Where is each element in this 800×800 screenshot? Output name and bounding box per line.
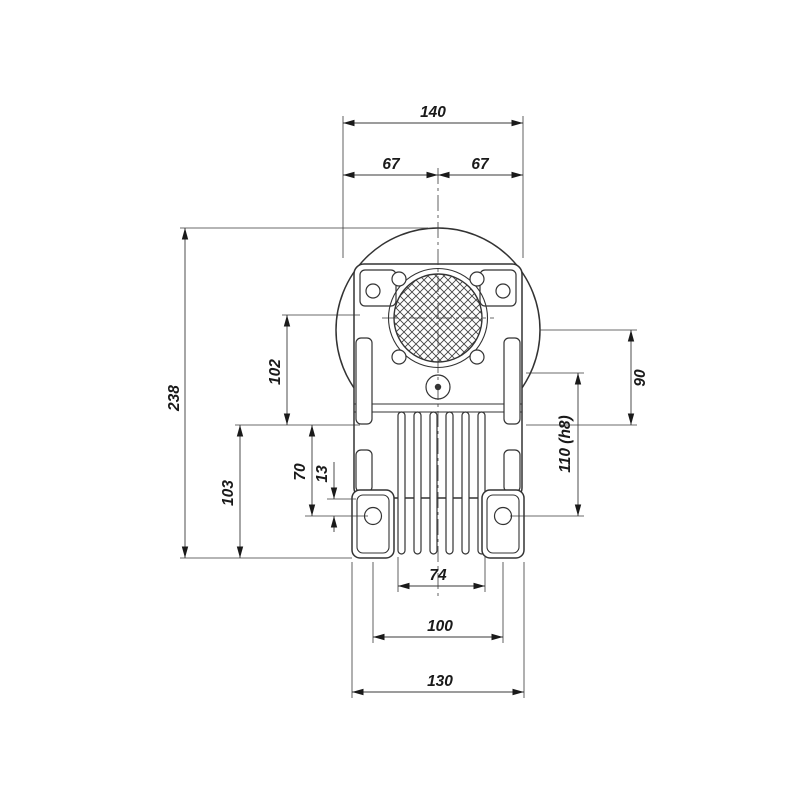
dim-13: 13 [314, 462, 356, 532]
dim-67-left: 67 [343, 156, 438, 179]
dim-110h8: 110 (h8) [510, 372, 584, 517]
side-slot-upper-left [355, 337, 373, 425]
bolt-hole [469, 271, 485, 287]
dim-label-100: 100 [427, 618, 453, 635]
dim-100: 100 [372, 562, 504, 643]
foot-inner [486, 494, 520, 554]
bolt-hole [469, 349, 485, 365]
side-slot-lower-left [355, 449, 373, 493]
dim-67-right: 67 [438, 156, 523, 179]
side-slot-upper-right [503, 337, 521, 425]
foot-right [481, 489, 525, 559]
top-pad-right [479, 269, 517, 307]
dim-label-67-left: 67 [382, 156, 401, 173]
fin [461, 411, 470, 555]
dim-label-130: 130 [427, 673, 453, 690]
dim-label-74: 74 [429, 567, 447, 584]
fin [413, 411, 422, 555]
dim-90: 90 [526, 329, 649, 426]
dim-label-67-right: 67 [471, 156, 490, 173]
bolt-hole [391, 349, 407, 365]
dim-label-103: 103 [220, 480, 237, 506]
top-pad-left [359, 269, 397, 307]
dim-label-102: 102 [267, 359, 284, 385]
dim-140: 140 [342, 104, 524, 258]
dim-102: 102 [235, 314, 360, 426]
fin [429, 411, 438, 555]
bolt-hole [391, 271, 407, 287]
foot-inner [356, 494, 390, 554]
side-slot-lower-right [503, 449, 521, 493]
fin [397, 411, 406, 555]
pad-hole [495, 283, 511, 299]
foot-hole [493, 506, 513, 526]
dim-label-140: 140 [420, 104, 446, 121]
gearbox-body [335, 227, 541, 559]
dim-label-238: 238 [166, 385, 183, 412]
dim-74: 74 [397, 557, 486, 592]
dim-103: 103 [220, 425, 244, 558]
foot-left [351, 489, 395, 559]
dim-238: 238 [166, 227, 428, 559]
dim-130: 130 [351, 562, 525, 698]
dim-label-90: 90 [632, 369, 649, 387]
pad-hole [365, 283, 381, 299]
fin [445, 411, 454, 555]
dim-label-110h8: 110 (h8) [557, 415, 574, 472]
dim-label-13: 13 [314, 465, 331, 483]
dim-label-70: 70 [292, 463, 309, 481]
